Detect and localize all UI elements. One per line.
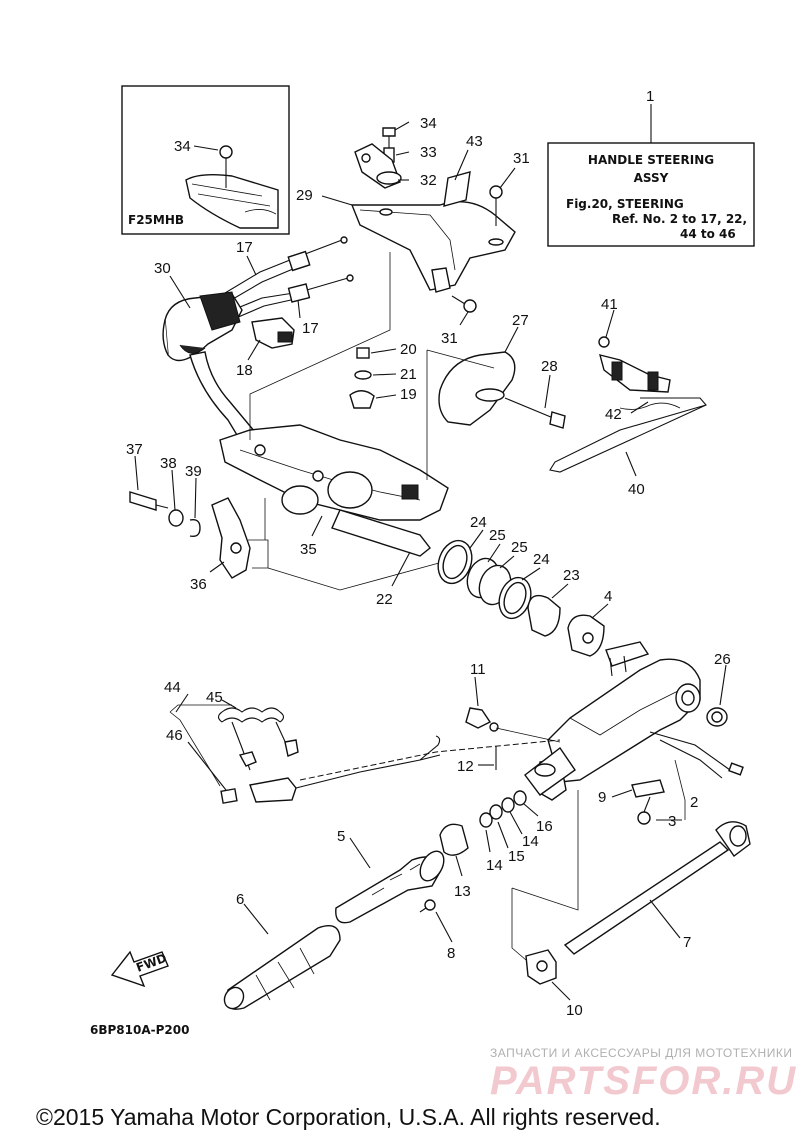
callout-13: 13 [454, 883, 471, 900]
callout-21: 21 [400, 366, 417, 383]
callout-46: 46 [166, 727, 183, 744]
cable-group: 17 17 30 18 [154, 236, 354, 441]
callout-31-bottom: 31 [441, 330, 458, 347]
title-line-1: HANDLE STEERING [588, 153, 714, 167]
title-line-2: ASSY [634, 171, 669, 185]
title-line-4: Ref. No. 2 to 17, 22, [612, 212, 747, 226]
diagram-code: 6BP810A-P200 [90, 1023, 189, 1037]
callout-18: 18 [236, 362, 253, 379]
callout-35: 35 [300, 541, 317, 558]
lever-group: 37 38 39 36 [126, 441, 451, 593]
callout-38: 38 [160, 455, 177, 472]
callout-34: 34 [420, 115, 437, 132]
kill-switch-group: 44 45 46 [164, 679, 561, 804]
callout-34-inset: 34 [174, 138, 191, 155]
callout-41: 41 [601, 296, 618, 313]
inset-label: F25MHB [128, 213, 184, 227]
callout-27: 27 [512, 312, 529, 329]
friction-bracket-group: 27 28 41 42 40 [249, 252, 707, 498]
callout-31-top: 31 [513, 150, 530, 167]
title-line-5: 44 to 46 [680, 227, 736, 241]
callout-9: 9 [598, 789, 606, 806]
callout-45: 45 [206, 689, 223, 706]
watermark-brand: PARTSFOR.RU [490, 1059, 797, 1103]
title-line-3: Fig.20, STEERING [566, 197, 684, 211]
callout-2: 2 [690, 794, 698, 811]
lower-parts-group: 5 6 7 8 10 [223, 790, 751, 1019]
callout-43: 43 [466, 133, 483, 150]
title-box: HANDLE STEERING ASSY Fig.20, STEERING Re… [547, 88, 755, 247]
fwd-arrow: FWD [110, 950, 169, 988]
callout-15: 15 [508, 848, 525, 865]
callout-17-bottom: 17 [302, 320, 319, 337]
callout-40: 40 [628, 481, 645, 498]
callout-10: 10 [566, 1002, 583, 1019]
fastener-group: 11 12 16 14 15 14 13 [439, 661, 576, 900]
callout-14-left: 14 [486, 857, 503, 874]
callout-28: 28 [541, 358, 558, 375]
callout-24-right: 24 [533, 551, 550, 568]
callout-7: 7 [683, 934, 691, 951]
callout-33: 33 [420, 144, 437, 161]
callout-16: 16 [536, 818, 553, 835]
steering-handle-body: 20 21 19 35 22 [219, 341, 449, 608]
bushing-group: 24 25 25 24 23 4 [437, 514, 612, 657]
callout-14-right: 14 [522, 833, 539, 850]
watermark-tagline: ЗАПЧАСТИ И АКСЕССУАРЫ ДЛЯ МОТОТЕХНИКИ [490, 1046, 792, 1060]
callout-36: 36 [190, 576, 207, 593]
callout-8: 8 [447, 945, 455, 962]
callout-25-right: 25 [511, 539, 528, 556]
callout-24-left: 24 [470, 514, 487, 531]
callout-22: 22 [376, 591, 393, 608]
callout-44: 44 [164, 679, 181, 696]
steering-bracket-group: 26 9 3 2 [537, 641, 744, 830]
callout-12: 12 [457, 758, 474, 775]
callout-11: 11 [470, 661, 486, 678]
callout-29: 29 [296, 187, 313, 204]
callout-30: 30 [154, 260, 171, 277]
callout-17-top: 17 [236, 239, 253, 256]
callout-19: 19 [400, 386, 417, 403]
copyright: ©2015 Yamaha Motor Corporation, U.S.A. A… [36, 1104, 661, 1130]
callout-23: 23 [563, 567, 580, 584]
callout-6: 6 [236, 891, 244, 908]
callout-32: 32 [420, 172, 437, 189]
inset-f25mhb: F25MHB 34 [121, 85, 290, 235]
callout-25-left: 25 [489, 527, 506, 544]
callout-5: 5 [337, 828, 345, 845]
handle-bracket-group: 34 33 32 43 31 29 31 [296, 115, 530, 347]
callout-1: 1 [646, 88, 654, 105]
callout-37: 37 [126, 441, 143, 458]
callout-39: 39 [185, 463, 202, 480]
callout-3: 3 [668, 813, 676, 830]
callout-4: 4 [604, 588, 612, 605]
callout-26: 26 [714, 651, 731, 668]
callout-42: 42 [605, 406, 622, 423]
callout-20: 20 [400, 341, 417, 358]
